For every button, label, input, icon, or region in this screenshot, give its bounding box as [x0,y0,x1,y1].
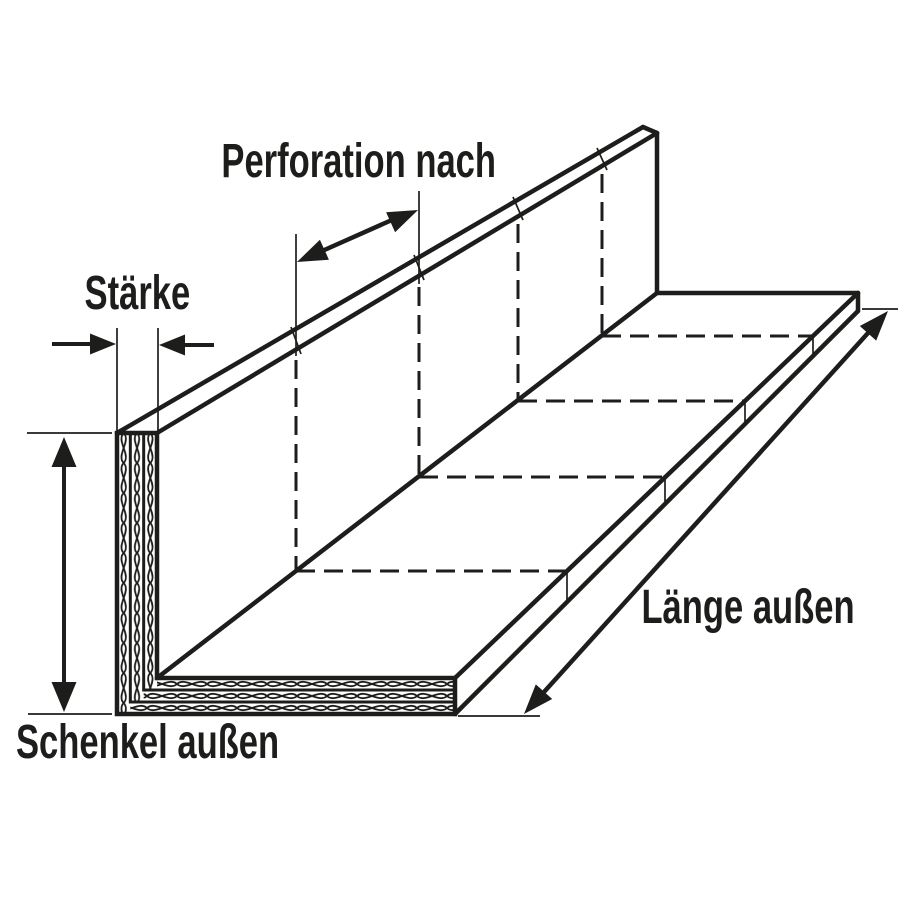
arrow-head-up-right-icon [386,210,418,233]
profile-edges [114,124,861,717]
dimension-arrows [51,210,888,714]
flange-front-top-edge [452,290,861,681]
hatch-band-vertical-outer [117,433,131,714]
perforation-tick-top-edge [290,326,302,355]
perforation-tick-top-edge [512,196,524,221]
fold-line [154,290,660,681]
laenge-label-text: Länge außen [641,581,855,634]
arrow-head-left-icon [159,334,185,356]
arrow-head-right-icon [90,333,116,355]
schenkel-label: Schenkel außen [16,719,381,767]
arrow-head-up-icon [51,437,77,467]
hatch-band-vertical-inner [143,433,157,690]
top-edge-outer-line [114,124,646,436]
perforation-tick-top-edge [413,254,425,281]
hatch-band-horizontal-inner [157,678,455,690]
top-edge-inner-line [154,130,660,436]
laminate-separator-line [142,433,455,692]
staerke-label-text: Stärke [84,267,190,320]
top-edge-far-end [640,124,660,136]
arrow-shaft [542,331,870,694]
perforation-label-text: Perforation nach [221,135,497,188]
arrow-shaft [320,217,394,254]
arrow-head-down-icon [51,682,77,712]
hatch-band-vertical-middle [130,433,144,702]
laenge-dimension-arrow [524,311,888,714]
flange-front-bottom-edge [452,308,861,717]
laminate-separator-line [128,433,455,704]
extension-lines [27,147,898,717]
arrow-head-up-right-icon [859,311,888,341]
schenkel-dimension-arrow [51,437,77,712]
schenkel-label-text: Schenkel außen [16,716,280,769]
hatch-band-horizontal-middle [143,690,455,702]
arrow-head-down-left-icon [524,684,553,714]
hatch-band-horizontal-outer [130,702,456,714]
staerke-dimension-arrows [52,333,214,356]
perforation-lines [294,174,813,573]
perforation-tick-top-edge [596,147,608,171]
perforation-dimension-arrow [297,210,418,262]
arrow-head-down-left-icon [297,239,329,262]
